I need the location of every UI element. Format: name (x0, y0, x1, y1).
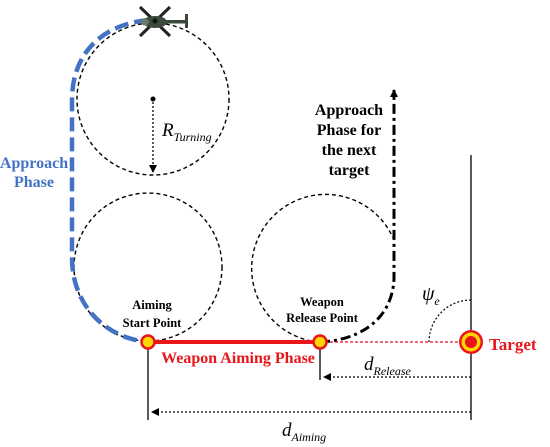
psi-angle-arc (428, 299, 472, 343)
d-aiming-label: dAiming (282, 420, 326, 444)
next-target-label-line2: Phase for (317, 122, 381, 139)
turning-circle-bottom-right (250, 193, 395, 343)
next-target-path (319, 89, 398, 344)
next-target-label-line3: the next (322, 142, 377, 159)
r-turning-label: RTurning (161, 120, 212, 144)
next-target-label-line4: target (329, 162, 371, 179)
aiming-start-marker (140, 334, 156, 350)
approach-phase-label-line2: Phase (14, 174, 54, 191)
target-label: Target (489, 335, 537, 354)
next-target-label-line1: Approach (315, 102, 383, 119)
target-icon (459, 330, 483, 354)
weapon-release-marker (312, 334, 328, 350)
aiming-start-label-line1: Aiming (132, 298, 172, 312)
turning-center-dot (150, 96, 156, 102)
weapon-aiming-phase-label: Weapon Aiming Phase (161, 350, 315, 367)
aiming-start-label-line2: Start Point (123, 316, 183, 330)
helicopter-icon (138, 5, 188, 38)
approach-phase-path (69, 17, 149, 345)
approach-phase-label-line1: Approach (0, 155, 68, 172)
d-release-label: dRelease (364, 354, 411, 378)
weapon-release-label-line1: Weapon (300, 295, 344, 309)
weapon-release-label-line2: Release Point (286, 311, 359, 325)
psi-e-label: ψe (422, 283, 440, 308)
